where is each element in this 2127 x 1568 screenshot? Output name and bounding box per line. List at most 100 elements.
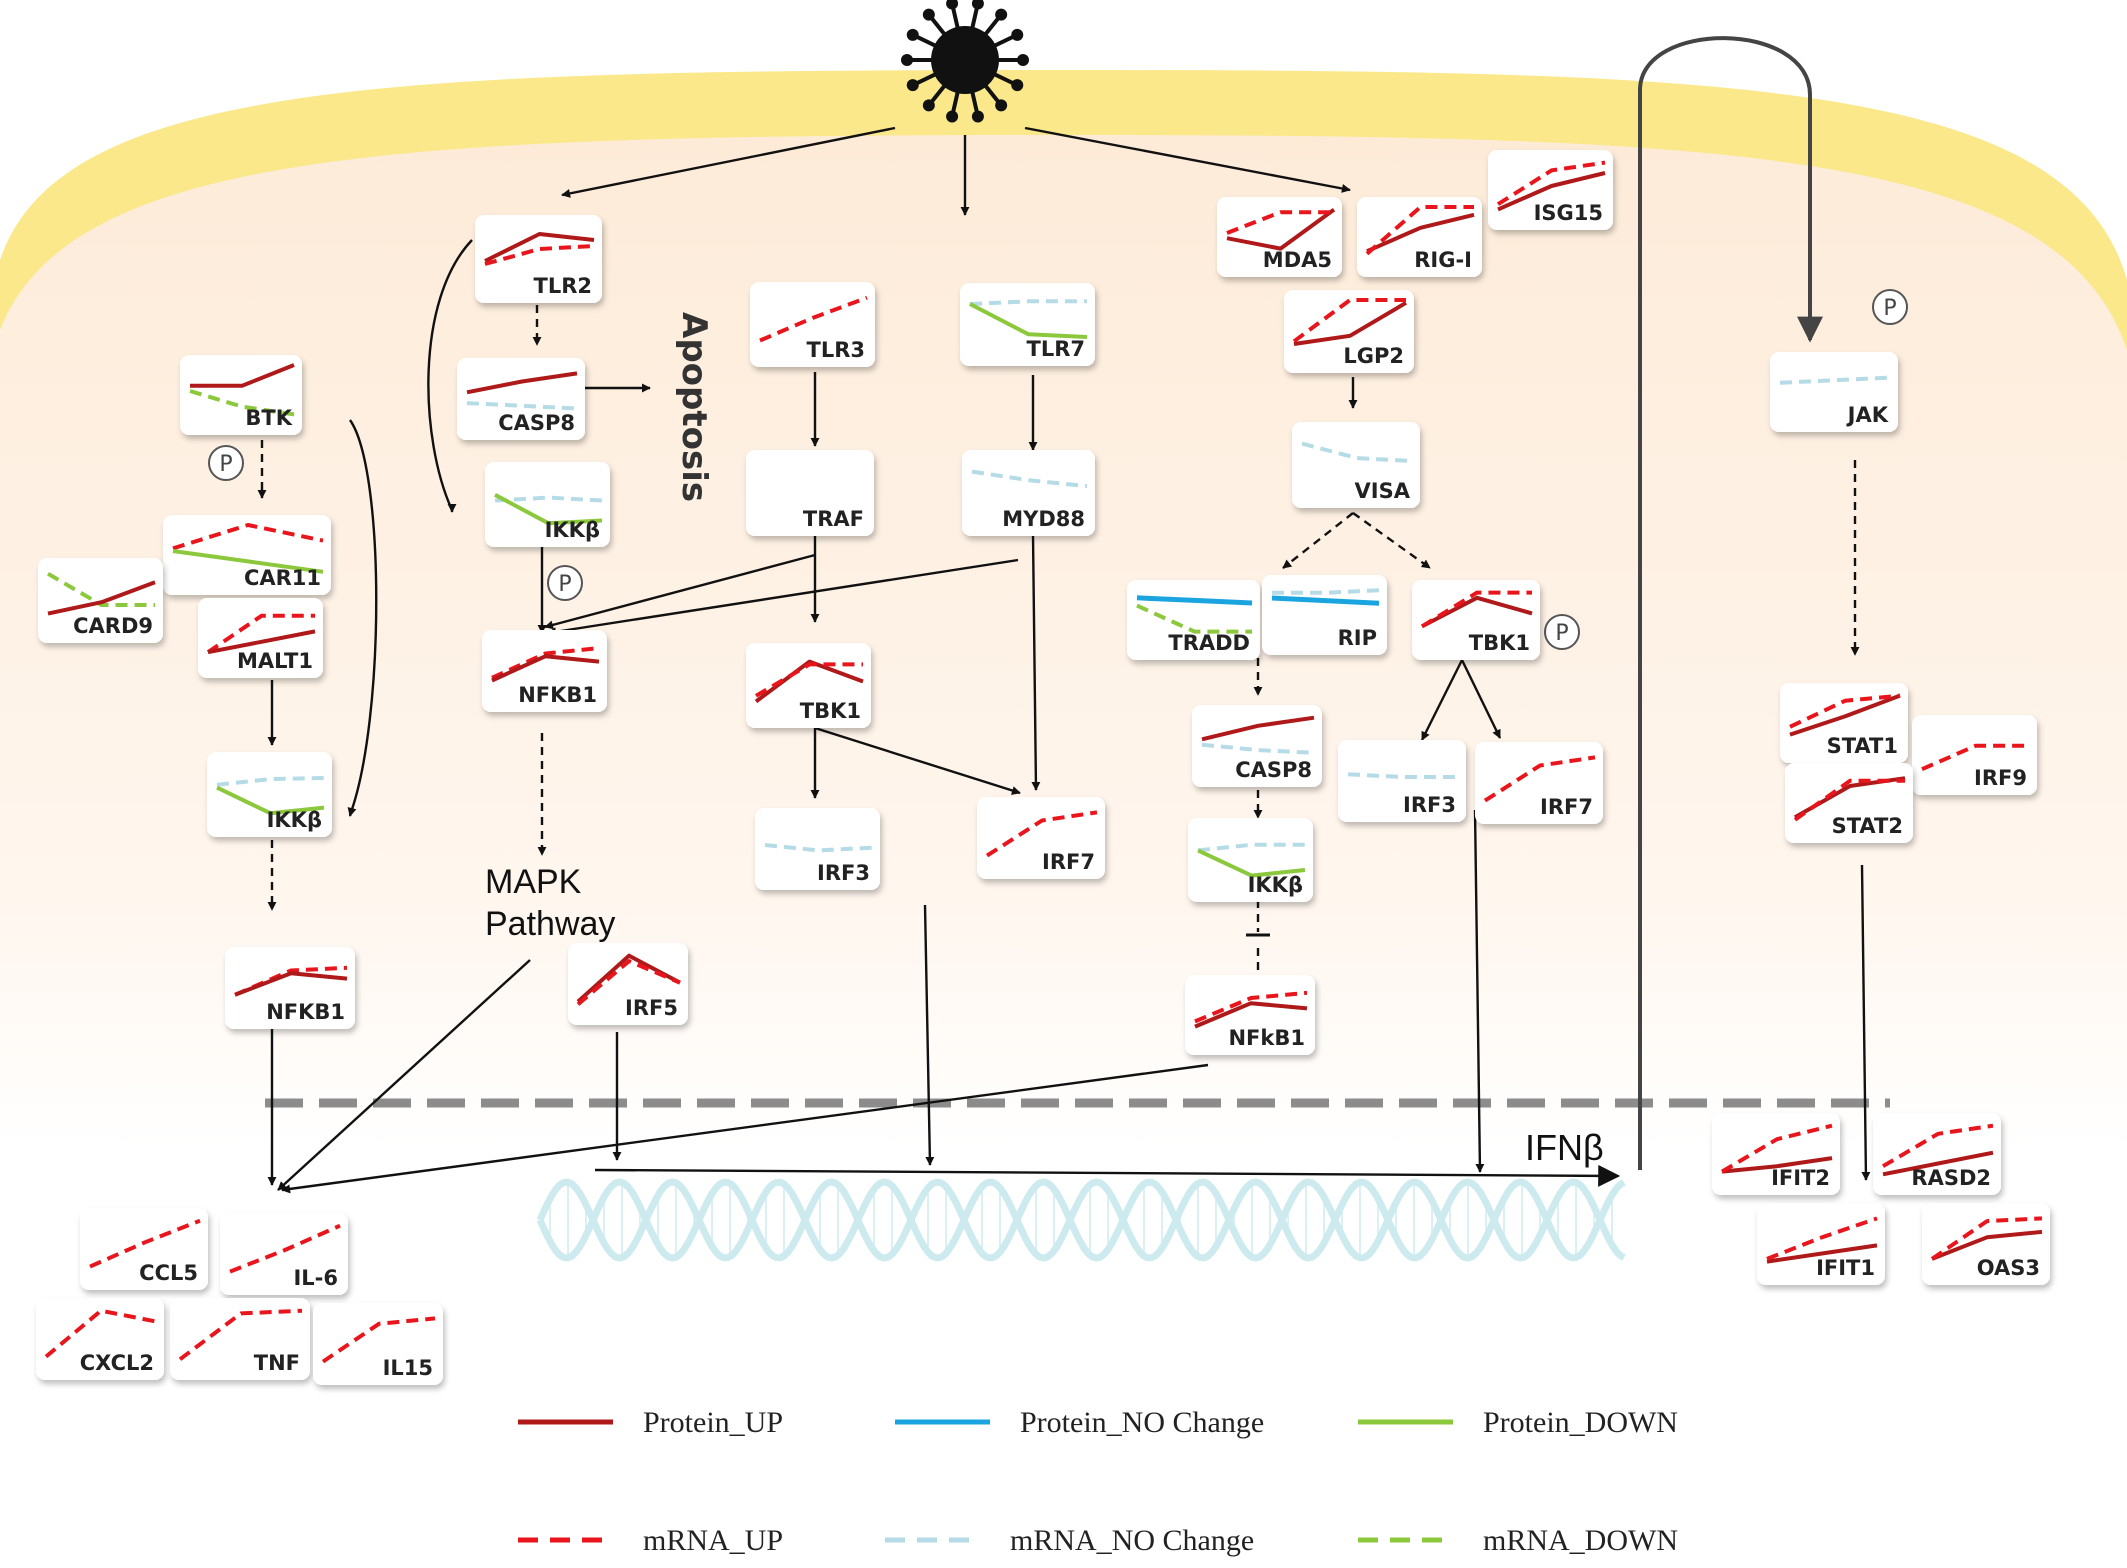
trend-pu-line (1497, 171, 1606, 212)
gene-label: ISG15 (1534, 201, 1603, 225)
trend-pu-line (1882, 1150, 1994, 1177)
trend-mu-line (1365, 205, 1474, 256)
gene-box-mda5: MDA5 (1217, 197, 1342, 277)
gene-box-bg (1412, 580, 1540, 660)
trend-pd-line (1197, 848, 1306, 878)
gene-label: TLR7 (1027, 337, 1086, 361)
trend-mu-line (1420, 590, 1532, 629)
gene-box-bg (1873, 1113, 2001, 1195)
gene-box-bg (755, 808, 880, 890)
trend-mu-line (1292, 298, 1406, 343)
phospho-label: P (558, 572, 571, 597)
trend-mu-line (229, 1223, 341, 1274)
legend-item-pu: Protein_UP (518, 1406, 783, 1439)
gene-box-il6: IL-6 (220, 1213, 348, 1295)
gene-box-bg (1770, 352, 1898, 432)
gene-box-casp8-right: CASP8 (1192, 705, 1322, 787)
gene-box-irf7-right: IRF7 (1475, 742, 1603, 824)
trend-mu-line (985, 810, 1098, 858)
trend-mu-line (754, 662, 863, 698)
gene-label: CASP8 (498, 411, 575, 435)
gene-box-irf3-mid: IRF3 (755, 808, 880, 890)
phospho-icon: P (1544, 614, 1580, 650)
gene-box-ccl5: CCL5 (80, 1208, 208, 1290)
legend-label: mRNA_UP (643, 1524, 783, 1557)
gene-label: IRF7 (1042, 850, 1095, 874)
trend-mu-line (1194, 990, 1308, 1024)
gene-box-bg (1185, 975, 1315, 1055)
gene-box-bg (1292, 422, 1420, 508)
gene-box-bg (1262, 575, 1387, 655)
gene-label: RASD2 (1911, 1166, 1991, 1190)
gene-box-car11: CAR11 (163, 515, 331, 595)
trend-mu-line (172, 523, 324, 551)
gene-box-jak: JAK (1770, 352, 1898, 432)
trend-mu-line (1793, 778, 1905, 822)
phospho-icon: P (1872, 289, 1908, 325)
trend-pu-line (234, 971, 348, 997)
gene-label: MDA5 (1263, 248, 1332, 272)
phospho-label: P (1555, 621, 1568, 646)
gene-box-myd88: MYD88 (962, 450, 1095, 536)
gene-label: TNF (254, 1351, 300, 1375)
gene-box-ifit1: IFIT1 (1757, 1203, 1885, 1285)
gene-box-bg (568, 943, 688, 1025)
gene-label: NFKB1 (266, 1000, 345, 1024)
gene-box-bg (225, 947, 355, 1029)
gene-box-traf: TRAF (746, 450, 874, 536)
gene-label: LGP2 (1343, 344, 1404, 368)
trend-pu-line (1721, 1156, 1833, 1174)
gene-label: BTK (245, 406, 292, 430)
trend-mu-line (44, 1308, 157, 1359)
trend-mu-line (1766, 1216, 1878, 1261)
apoptosis-label: Apoptosis (674, 312, 714, 502)
trend-pd-line (172, 549, 324, 574)
trend-md-line (1136, 603, 1252, 634)
legend-item-pn: Protein_NO Change (895, 1406, 1264, 1439)
trend-mu-line (1921, 743, 2029, 772)
trend-mu-line (321, 1316, 436, 1364)
gene-box-tlr7: TLR7 (960, 283, 1095, 366)
trend-pu-line (1194, 1001, 1308, 1029)
trend-pn-line (1136, 595, 1253, 606)
gene-box-oas3: OAS3 (1922, 1203, 2050, 1285)
gene-box-bg (485, 462, 610, 547)
gene-box-cxcl2: CXCL2 (36, 1298, 164, 1380)
gene-box-ikkb-left: IKKβ (207, 752, 332, 837)
gene-box-bg (750, 282, 875, 367)
gene-label: CAR11 (244, 566, 321, 590)
trend-pu-line (466, 371, 578, 395)
trend-pd-line (969, 302, 1088, 339)
virus-icon (901, 0, 1029, 123)
gene-box-tnf: TNF (170, 1298, 310, 1380)
gene-label: STAT2 (1832, 814, 1903, 838)
gene-box-irf5: IRF5 (568, 943, 688, 1025)
gene-box-ifit2: IFIT2 (1712, 1113, 1840, 1195)
gene-box-bg (1338, 740, 1466, 822)
gene-box-irf3-right: IRF3 (1338, 740, 1466, 822)
gene-label: NFKB1 (518, 683, 597, 707)
trend-mu-line (89, 1218, 201, 1269)
ifnb-label: IFNβ (1525, 1127, 1604, 1168)
gene-label: IL15 (383, 1356, 433, 1380)
gene-box-bg (962, 450, 1095, 536)
trend-mu-line (1789, 693, 1901, 729)
gene-label: NFkB1 (1228, 1026, 1305, 1050)
gene-label: STAT1 (1827, 734, 1898, 758)
legend-label: mRNA_DOWN (1483, 1524, 1678, 1557)
trend-mu-line (491, 646, 600, 680)
gene-label: MALT1 (237, 649, 313, 673)
gene-box-bg (220, 1213, 348, 1295)
gene-boxes: BTKCAR11CARD9MALT1IKKβNFKB1TLR2CASP8IKKβ… (36, 150, 2050, 1385)
gene-box-bg (313, 1303, 443, 1385)
gene-label: IRF9 (1974, 766, 2027, 790)
gene-box-malt1: MALT1 (198, 598, 323, 678)
gene-box-tradd: TRADD (1127, 580, 1260, 660)
gene-box-bg (1488, 150, 1613, 230)
gene-box-bg (1217, 197, 1342, 277)
gene-box-stat2: STAT2 (1785, 763, 1913, 843)
gene-box-bg (1922, 1203, 2050, 1285)
